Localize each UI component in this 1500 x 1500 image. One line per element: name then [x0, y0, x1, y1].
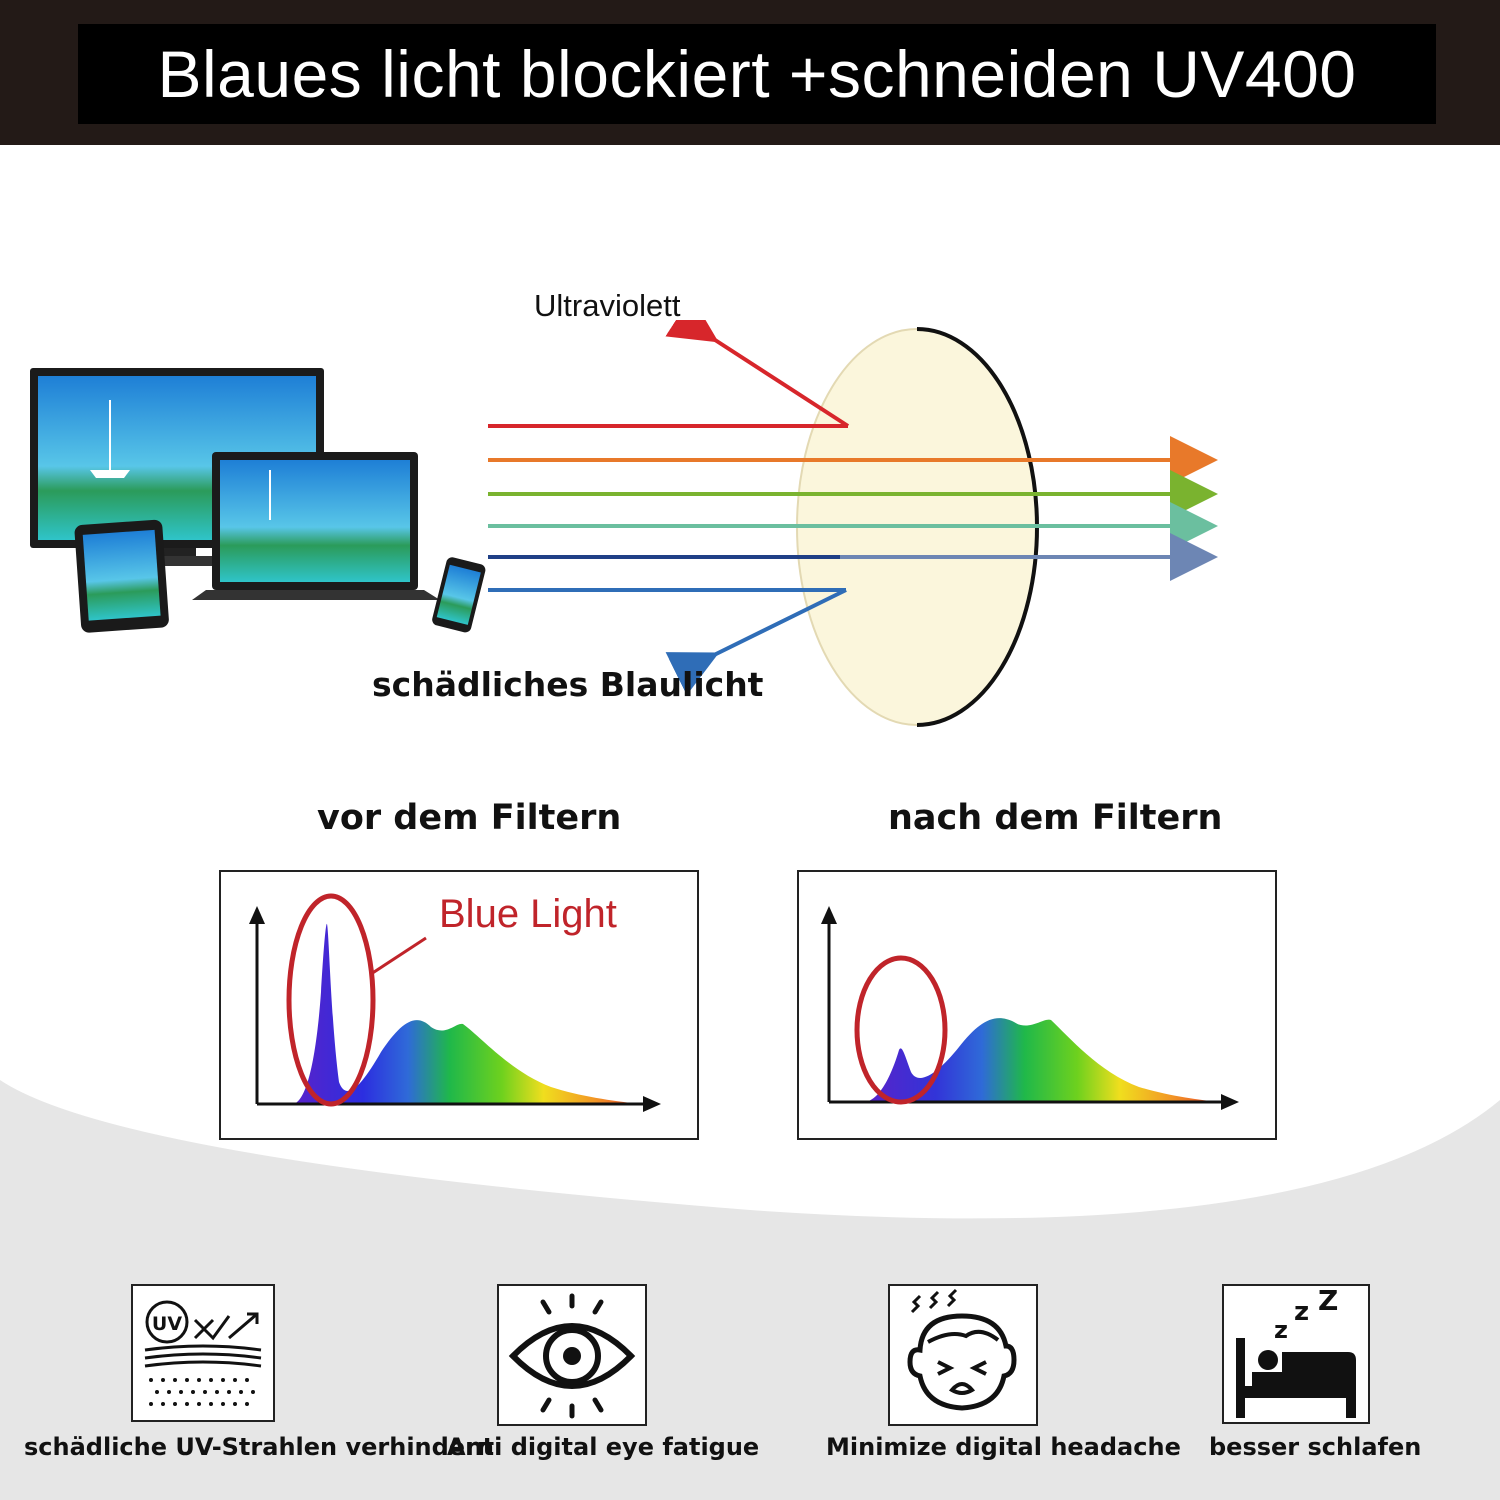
- blue-light-label: schädliches Blaulicht: [372, 665, 764, 704]
- title-box: Blaues licht blockiert +schneiden UV400: [78, 24, 1436, 124]
- uv-protection-box: UV: [131, 1284, 275, 1422]
- uv-reflect-ray: [665, 320, 850, 428]
- before-filter-label: vor dem Filtern: [317, 798, 622, 838]
- uv-protection-icon: UV: [144, 1300, 262, 1406]
- feature-caption-eye: Anti digital eye fatigue: [447, 1433, 760, 1461]
- header-bar: Blaues licht blockiert +schneiden UV400: [0, 0, 1500, 145]
- lens-diagram: [488, 320, 1218, 727]
- spectrum-curve: [865, 1018, 1219, 1102]
- blue-reflect-ray: [665, 588, 847, 696]
- devices-illustration: [30, 368, 486, 633]
- svg-text:z: z: [1274, 1316, 1288, 1344]
- phone-icon: [432, 557, 486, 633]
- tablet-icon: [74, 519, 169, 633]
- svg-text:Z: Z: [1318, 1286, 1338, 1317]
- uv-label: Ultraviolett: [534, 288, 681, 323]
- sleep-bed-icon: z z Z: [1236, 1284, 1356, 1418]
- page-title: Blaues licht blockiert +schneiden UV400: [157, 37, 1357, 111]
- eye-icon: [508, 1293, 636, 1419]
- feature-caption-headache: Minimize digital headache: [826, 1433, 1181, 1461]
- headache-box: [888, 1284, 1038, 1426]
- headache-face-icon: [907, 1288, 1017, 1411]
- blue-peak-highlight: [854, 955, 948, 1105]
- blue-peak-highlight: [286, 893, 376, 1107]
- svg-text:z: z: [1294, 1297, 1309, 1327]
- sleep-box: z z Z: [1222, 1284, 1370, 1424]
- after-spectrum-chart: [797, 870, 1277, 1140]
- feature-caption-sleep: besser schlafen: [1209, 1433, 1422, 1461]
- eye-box: [497, 1284, 647, 1426]
- before-spectrum-chart: Blue Light: [219, 870, 699, 1140]
- spectrum-curve: [293, 923, 641, 1104]
- svg-text:UV: UV: [152, 1313, 182, 1335]
- laptop-icon: [192, 452, 440, 600]
- blue-light-annotation: Blue Light: [439, 892, 617, 936]
- after-filter-label: nach dem Filtern: [888, 798, 1223, 838]
- feature-caption-uv: schädliche UV-Strahlen verhindern: [24, 1433, 495, 1461]
